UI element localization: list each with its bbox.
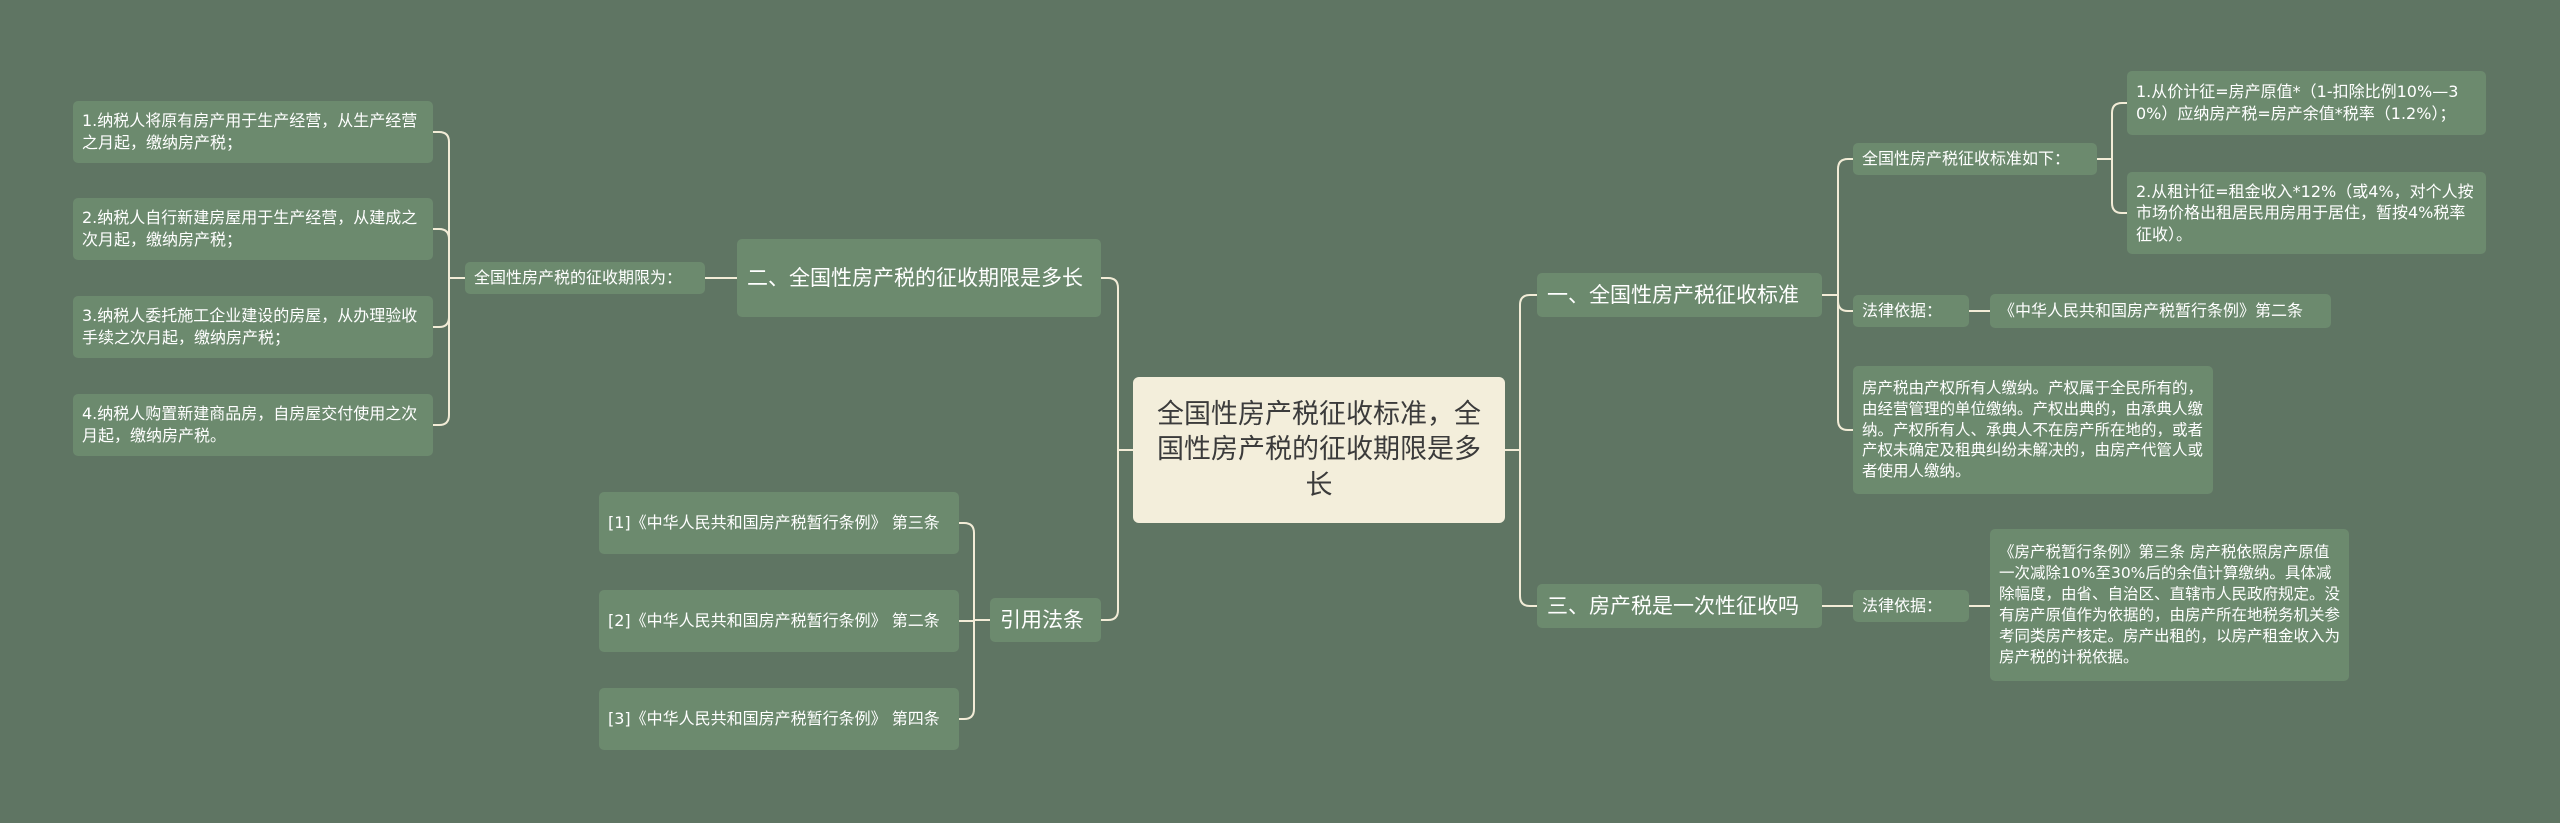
levy-period-item-1[interactable]: 1.纳税人将原有房产用于生产经营，从生产经营之月起，缴纳房产税； [73, 101, 433, 163]
branch-levy-period[interactable]: 二、全国性房产税的征收期限是多长 [737, 239, 1101, 317]
standard-item-2[interactable]: 2.从租计征=租金收入*12%（或4%，对个人按市场价格出租居民用房用于居住，暂… [2127, 172, 2486, 254]
standard-item-1[interactable]: 1.从价计征=房产原值*（1-扣除比例10%—30%）应纳房产税=房产余值*税率… [2127, 71, 2486, 135]
levy-period-label[interactable]: 全国性房产税的征收期限为： [465, 262, 705, 294]
branch-tax-standard[interactable]: 一、全国性房产税征收标准 [1537, 273, 1822, 317]
link-b1-children [1822, 158, 1853, 431]
link-period-items [433, 131, 465, 426]
levy-period-item-4[interactable]: 4.纳税人购置新建商品房，自房屋交付使用之次月起，缴纳房产税。 [73, 394, 433, 456]
branch-one-time-levy[interactable]: 三、房产税是一次性征收吗 [1537, 584, 1822, 628]
cited-law-3[interactable]: [3]《中华人民共和国房产税暂行条例》 第四条 [599, 688, 959, 750]
levy-period-item-2[interactable]: 2.纳税人自行新建房屋用于生产经营，从建成之次月起，缴纳房产税； [73, 198, 433, 260]
levy-period-item-3[interactable]: 3.纳税人委托施工企业建设的房屋，从办理验收手续之次月起，缴纳房产税； [73, 296, 433, 358]
link-refs-items [959, 522, 990, 720]
branch-cited-laws-title: 引用法条 [1000, 607, 1084, 632]
link-root-right [1505, 294, 1537, 607]
branch-cited-laws[interactable]: 引用法条 [990, 598, 1101, 642]
root-topic-text: 全国性房产税征收标准，全国性房产税的征收期限是多长 [1157, 398, 1481, 501]
root-topic[interactable]: 全国性房产税征收标准，全国性房产税的征收期限是多长 [1133, 377, 1505, 523]
branch-one-time-levy-title: 三、房产税是一次性征收吗 [1547, 593, 1799, 618]
property-owner-text[interactable]: 房产税由产权所有人缴纳。产权属于全民所有的，由经营管理的单位缴纳。产权出典的，由… [1853, 366, 2213, 494]
law-basis-text-3[interactable]: 《房产税暂行条例》第三条 房产税依照房产原值一次减除10%至30%后的余值计算缴… [1990, 529, 2349, 681]
link-standard-items [2097, 102, 2127, 214]
law-basis-label-3[interactable]: 法律依据： [1853, 590, 1969, 622]
branch-tax-standard-title: 一、全国性房产税征收标准 [1547, 282, 1799, 307]
cited-law-1[interactable]: [1]《中华人民共和国房产税暂行条例》 第三条 [599, 492, 959, 554]
branch-levy-period-title: 二、全国性房产税的征收期限是多长 [747, 265, 1083, 290]
law-basis-label-1[interactable]: 法律依据： [1853, 295, 1969, 327]
cited-law-2[interactable]: [2]《中华人民共和国房产税暂行条例》 第二条 [599, 590, 959, 652]
link-root-left [1101, 277, 1133, 621]
law-basis-text-1[interactable]: 《中华人民共和国房产税暂行条例》第二条 [1990, 294, 2331, 328]
tax-standard-label[interactable]: 全国性房产税征收标准如下： [1853, 143, 2097, 175]
